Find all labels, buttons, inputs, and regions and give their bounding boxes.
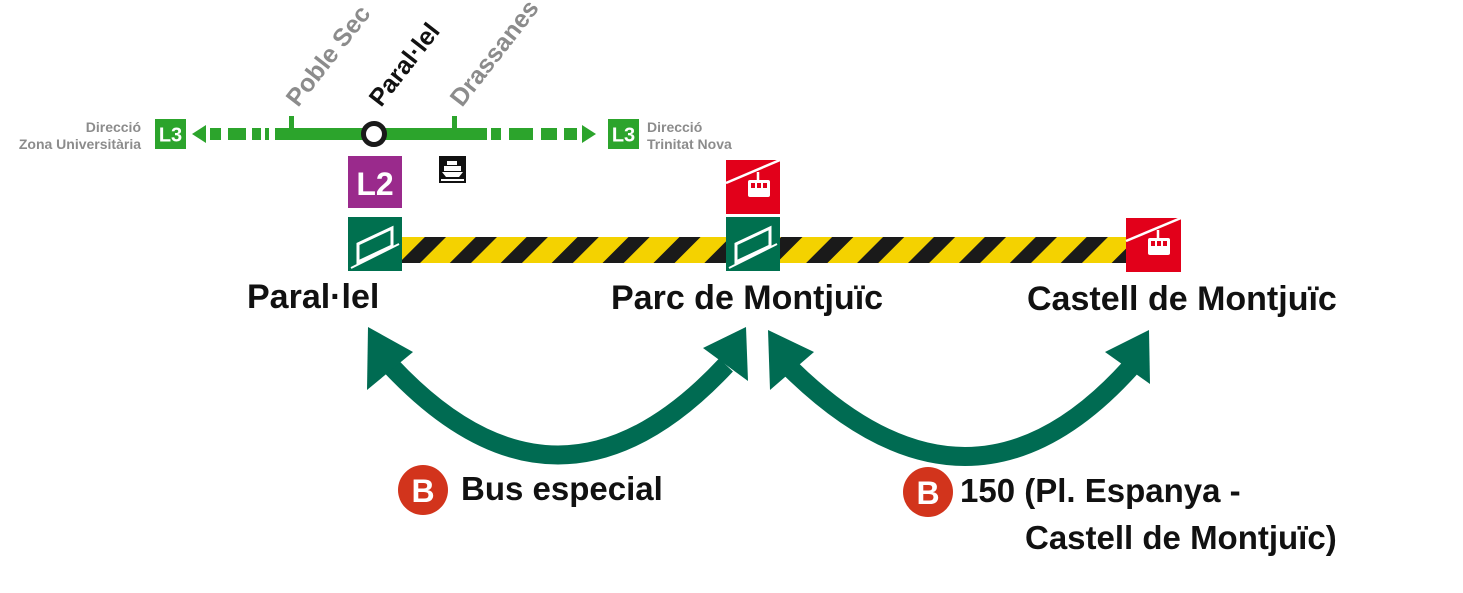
station-poble-sec: Poble Sec: [281, 0, 377, 111]
svg-text:B: B: [916, 475, 939, 511]
l3-badge-left: L3: [155, 119, 186, 149]
direction-left-line2: Zona Universitària: [19, 136, 141, 152]
station-parc-de-montjuic: Parc de Montjuïc: [611, 279, 883, 317]
arrow-paral-lel-parc: [367, 327, 748, 465]
interchange-station-paral-lel: [361, 121, 387, 147]
bus-route-150-line1: 150 (Pl. Espanya -: [960, 472, 1241, 509]
direction-right-line1: Direcció: [647, 119, 702, 135]
svg-text:L3: L3: [159, 125, 182, 147]
station-tick-poble-sec: [289, 116, 294, 130]
station-drassanes: Drassanes: [445, 0, 545, 112]
svg-text:B: B: [411, 473, 434, 509]
station-paral-lel: Paral·lel: [247, 278, 379, 316]
bus-route-150-line2: Castell de Montjuïc): [1025, 519, 1337, 556]
bus-badge-1: B: [398, 465, 448, 515]
funicular-icon-parc: [726, 217, 780, 271]
l2-badge: L2: [348, 156, 402, 208]
direction-right-line2: Trinitat Nova: [647, 136, 732, 152]
cablecar-icon-castell: [1125, 216, 1182, 272]
ferry-icon: [439, 156, 466, 183]
station-tick-drassanes: [452, 116, 457, 130]
svg-text:L3: L3: [612, 125, 635, 147]
l3-badge-right: L3: [608, 119, 639, 149]
cablecar-icon: [725, 158, 781, 214]
station-castell-de-montjuic: Castell de Montjuïc: [1027, 280, 1337, 318]
metro-l3-line: [192, 116, 596, 147]
arrow-parc-castell: [768, 330, 1150, 466]
station-paral-lel-metro: Paral·lel: [364, 18, 446, 112]
bus-route-especial: Bus especial: [461, 470, 663, 507]
direction-left-line1: Direcció: [86, 119, 141, 135]
svg-text:L2: L2: [356, 166, 393, 202]
funicular-icon: [348, 217, 402, 271]
bus-badge-2: B: [903, 467, 953, 517]
